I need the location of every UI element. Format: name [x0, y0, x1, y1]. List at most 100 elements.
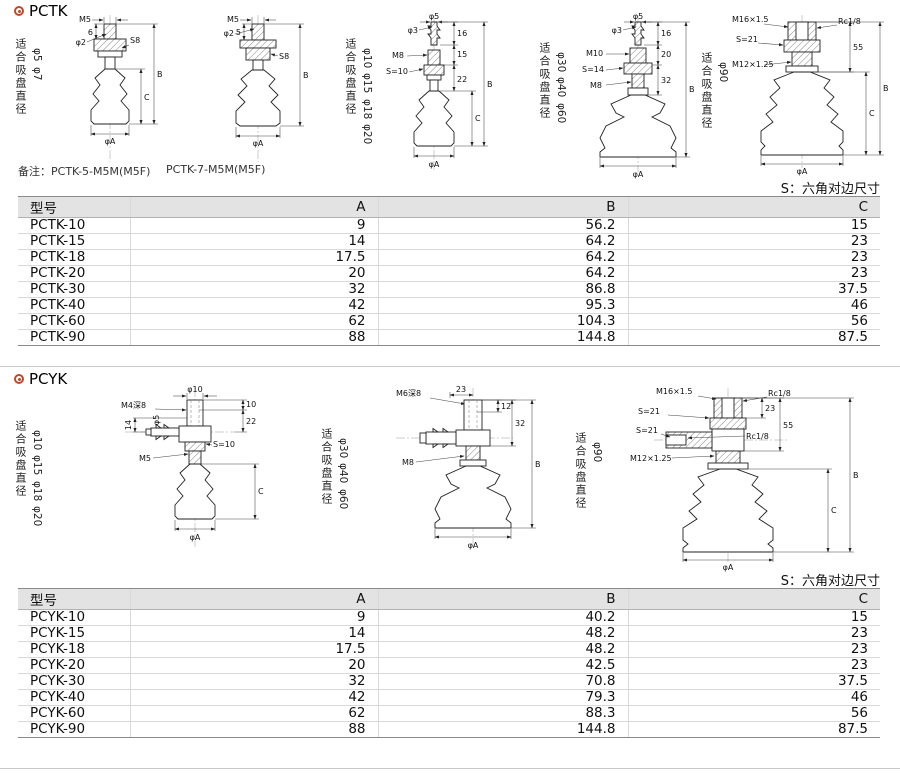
dim-s8: S8 — [270, 52, 289, 61]
thread-m10 — [629, 47, 647, 64]
stud-m8 — [631, 73, 645, 89]
section-divider — [0, 366, 900, 367]
elbow-body — [455, 429, 491, 447]
thread-lines — [190, 400, 200, 426]
cell-model: PCTK-10 — [18, 217, 130, 234]
col-header-b: B — [377, 588, 628, 610]
cell-model: PCYK-15 — [18, 625, 130, 642]
fit-label-text: 适合吸盘直径 — [344, 38, 357, 116]
dim-label-c: C — [869, 109, 875, 118]
fit-size: φ30 — [337, 438, 349, 459]
neck — [429, 79, 439, 92]
dim-m12: M12×1.25 — [732, 60, 792, 69]
fit-size: φ30 — [555, 52, 567, 73]
neck — [104, 56, 116, 70]
arm-bore — [665, 434, 687, 446]
thread-lines — [468, 400, 478, 430]
cell-a: 14 — [129, 233, 378, 250]
cell-model: PCTK-40 — [18, 297, 130, 314]
dim-m16: M16×1.5 — [656, 387, 717, 400]
top-port — [186, 399, 204, 427]
dim-m12: M12×1.25 — [630, 454, 715, 463]
cell-c: 46 — [627, 297, 880, 314]
fit-size: φ18 — [361, 98, 373, 119]
dim-label-phiA: φA — [723, 563, 734, 572]
fit-size: φ60 — [337, 488, 349, 509]
section-bullet-icon — [14, 6, 24, 16]
cell-a: 88 — [129, 329, 378, 346]
cell-model: PCTK-90 — [18, 329, 130, 346]
drawing-pctk-4: φ5 φ3 M10 S=14 M8 16 20 32 — [582, 12, 695, 179]
dim-label-12: 12 — [501, 402, 511, 411]
dim-label-m8: M8 — [402, 458, 414, 467]
hex-upper — [709, 417, 747, 430]
bellows-cup — [599, 94, 677, 158]
drawing-pctk-3: φ5 φ3 M8 S=10 16 15 22 C — [386, 12, 493, 170]
port-bore — [795, 21, 809, 41]
dim-14: 14 — [124, 417, 187, 433]
cell-b: 144.8 — [377, 721, 628, 738]
dim-label-phi5: φ5 — [152, 415, 161, 425]
dim-s21-lower: S=21 — [636, 426, 671, 438]
cell-b: 48.2 — [377, 625, 628, 642]
dim-label-23: 23 — [456, 385, 466, 394]
dim-label-m4: M4深8 — [121, 401, 146, 410]
cell-model: PCYK-60 — [18, 705, 130, 722]
cell-a: 14 — [129, 625, 378, 642]
flange — [785, 65, 819, 73]
cell-model: PCYK-90 — [18, 721, 130, 738]
fit-size: φ40 — [337, 463, 349, 484]
neck — [252, 59, 264, 71]
dim-label-phiA: φA — [253, 139, 264, 148]
dim-s10: S=10 — [386, 67, 424, 76]
cell-c: 23 — [627, 641, 880, 658]
arm-cap — [419, 432, 427, 444]
fit-sizes: φ10 φ15 φ18 φ20 — [361, 38, 373, 144]
dim-phi3: φ3 — [408, 26, 433, 35]
fit-size: φ5 — [31, 48, 43, 62]
dim-s21-upper: S=21 — [638, 407, 710, 420]
dim-b: B — [437, 21, 493, 147]
fit-size: φ10 — [31, 430, 43, 451]
arm-barbs — [432, 427, 450, 449]
cell-a: 62 — [129, 705, 378, 722]
dim-label-c: C — [258, 487, 264, 496]
dim-label-rc18: Rc1/8 — [838, 17, 861, 26]
dim-label-5: 5 — [236, 28, 241, 37]
dim-label-22: 22 — [457, 75, 467, 84]
dim-phi3: φ3 — [612, 26, 637, 35]
dim-phiA: φA — [413, 147, 455, 169]
cell-a: 20 — [129, 657, 378, 674]
thread-m8 — [427, 49, 441, 66]
fit-sizes: φ10 φ15 φ18 φ20 — [31, 420, 43, 526]
dim-label-m5: M5 — [227, 15, 239, 24]
section-title-text: PCYK — [29, 370, 68, 388]
dim-label-6: 6 — [88, 28, 93, 37]
dim-m16: M16×1.5 — [732, 15, 789, 29]
cell-a: 17.5 — [129, 641, 378, 658]
dim-23: 23 — [449, 385, 474, 398]
dim-23: 23 — [742, 397, 775, 419]
flange — [239, 39, 277, 49]
cell-c: 23 — [627, 249, 880, 266]
dim-label-m10: M10 — [586, 49, 603, 58]
dim-label-22: 22 — [246, 417, 256, 426]
elbow-body — [711, 428, 745, 452]
fit-label-text: 适合吸盘直径 — [14, 420, 27, 498]
cell-b: 144.8 — [377, 329, 628, 346]
dim-label-32: 32 — [515, 419, 525, 428]
cell-model: PCTK-20 — [18, 265, 130, 282]
cell-b: 70.8 — [377, 673, 628, 690]
dim-6: 6 — [88, 23, 103, 40]
col-header-c: C — [627, 588, 880, 610]
dim-label-phi2: φ2 — [224, 29, 234, 38]
dim-phiA: φA — [434, 529, 512, 550]
dim-label-phi3: φ3 — [612, 26, 622, 35]
dim-phiA: φA — [235, 127, 281, 148]
